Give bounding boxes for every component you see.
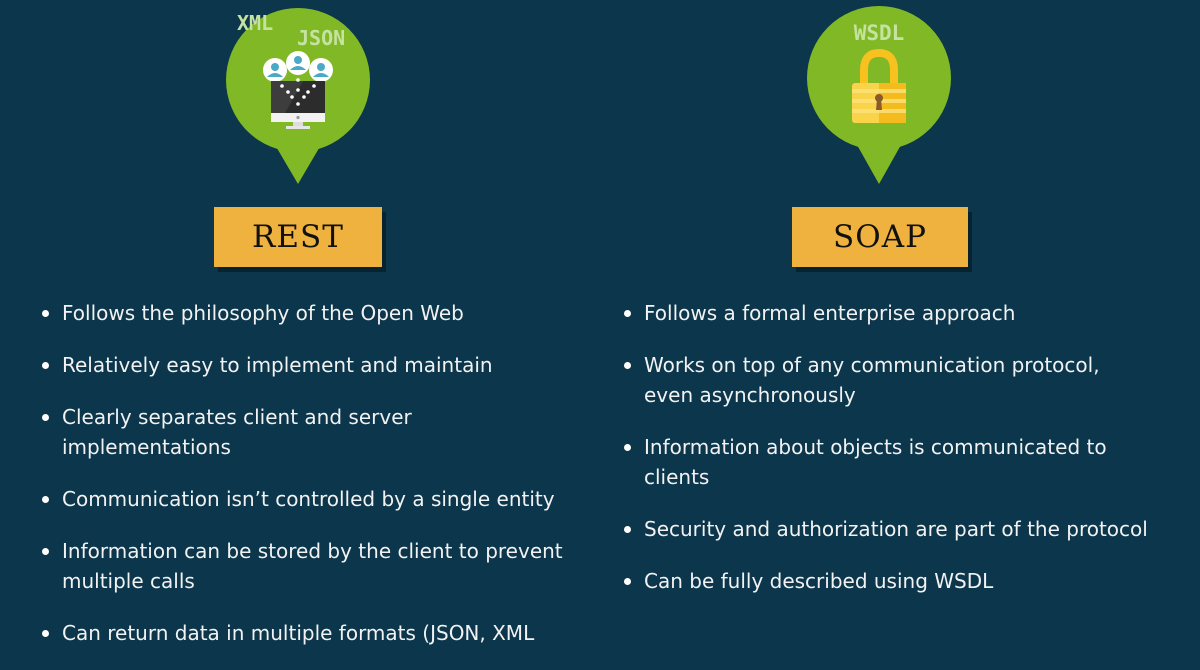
soap-feature-item: Security and authorization are part of t… xyxy=(622,514,1148,544)
soap-pin-graphic: WSDL xyxy=(807,6,951,184)
rest-pin-graphic: XML JSON xyxy=(226,8,370,184)
soap-map-pin: WSDL xyxy=(804,0,954,190)
rest-feature-item: Can return data in multiple formats (JSO… xyxy=(40,618,580,648)
rest-map-pin: XML JSON xyxy=(223,0,373,190)
rest-feature-list: Follows the philosophy of the Open Web R… xyxy=(40,298,580,670)
soap-feature-item: Information about objects is communicate… xyxy=(622,432,1134,492)
rest-feature-item: Clearly separates client and server impl… xyxy=(40,402,462,462)
soap-feature-item: Works on top of any communication protoc… xyxy=(622,350,1134,410)
soap-tag-wsdl: WSDL xyxy=(854,21,905,45)
soap-feature-item: Can be fully described using WSDL xyxy=(622,566,1142,596)
soap-label: SOAP xyxy=(792,207,968,267)
rest-feature-item: Follows the philosophy of the Open Web xyxy=(40,298,580,328)
soap-feature-item: Follows a formal enterprise approach xyxy=(622,298,1142,328)
monitor-with-users-icon xyxy=(263,51,333,129)
rest-tag-xml: XML xyxy=(237,11,273,35)
rest-feature-item: Information can be stored by the client … xyxy=(40,536,582,596)
padlock-icon xyxy=(852,48,906,123)
soap-feature-list: Follows a formal enterprise approach Wor… xyxy=(622,298,1148,618)
rest-label: REST xyxy=(214,207,382,267)
rest-tag-json: JSON xyxy=(297,26,345,50)
rest-feature-item: Communication isn’t controlled by a sing… xyxy=(40,484,580,514)
rest-feature-item: Relatively easy to implement and maintai… xyxy=(40,350,580,380)
